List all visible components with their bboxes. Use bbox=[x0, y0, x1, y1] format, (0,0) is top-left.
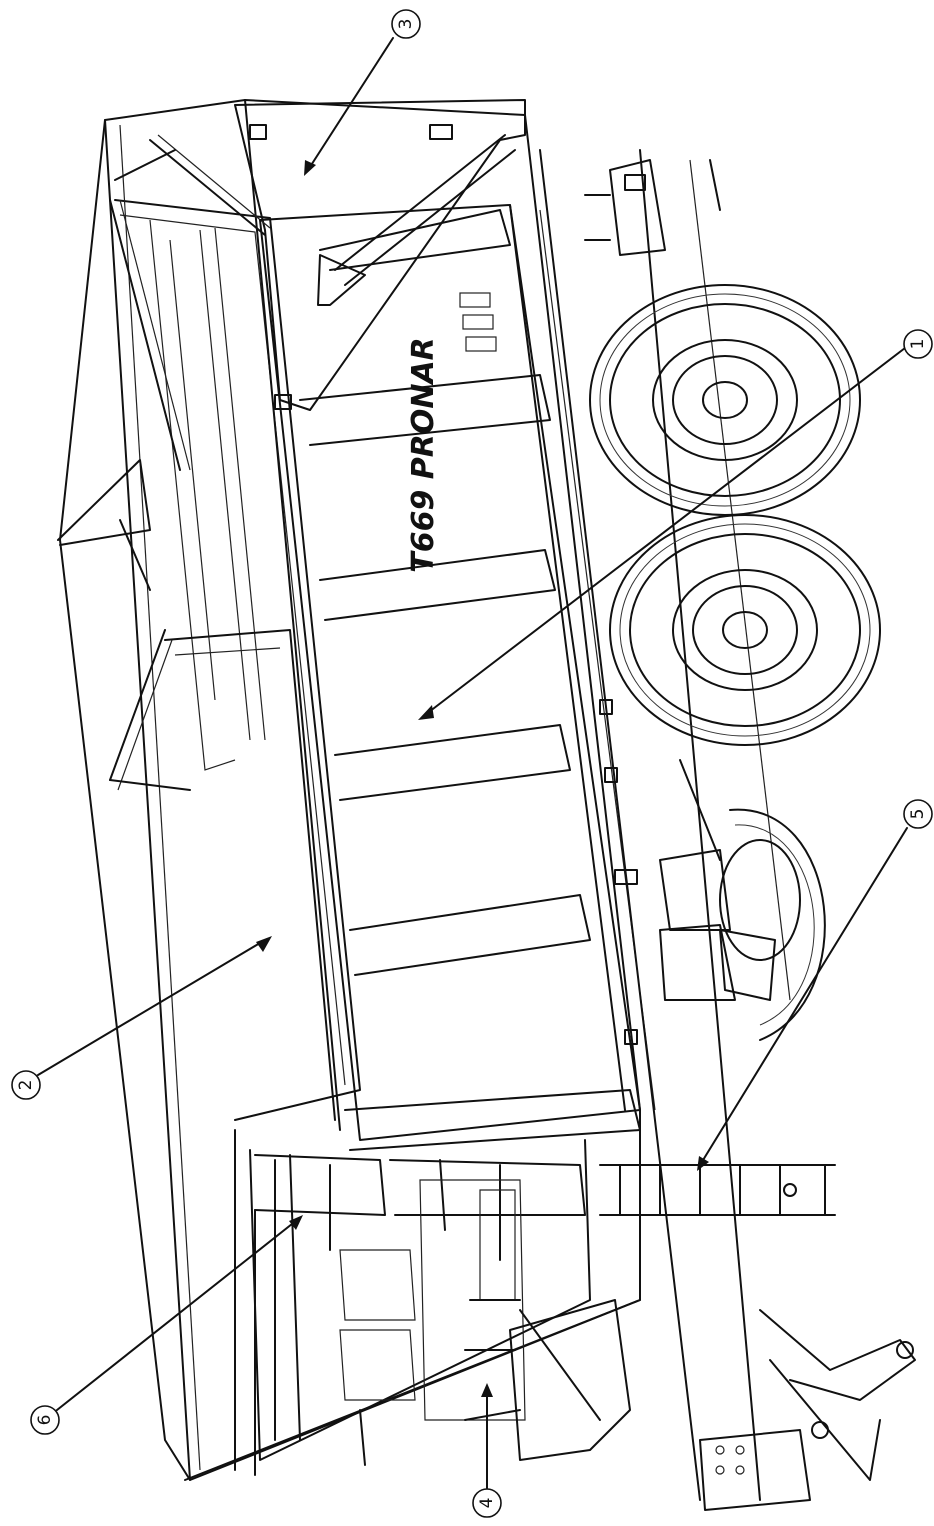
wheel-rear bbox=[719, 808, 826, 1041]
front-wall bbox=[114, 99, 526, 411]
callout-6: 6 bbox=[30, 1405, 60, 1435]
callout-3: 3 bbox=[391, 9, 421, 39]
callout-2-label: 2 bbox=[16, 1080, 36, 1091]
wheel-front bbox=[589, 284, 861, 516]
callout-1-label: 1 bbox=[908, 339, 928, 350]
callout-5-label: 5 bbox=[908, 809, 928, 820]
wheel-middle bbox=[609, 514, 881, 746]
callout-4-label: 4 bbox=[477, 1498, 497, 1509]
side-wall bbox=[259, 204, 656, 1151]
callout-5: 5 bbox=[903, 799, 933, 829]
callout-3-label: 3 bbox=[396, 19, 416, 30]
spreader-body bbox=[57, 99, 641, 1481]
rear-section bbox=[184, 1129, 641, 1481]
front-wall-panel bbox=[234, 99, 526, 411]
axle-brackets bbox=[599, 699, 776, 1045]
side-wall-panel bbox=[259, 204, 641, 1141]
callout-1: 1 bbox=[903, 329, 933, 359]
ladder bbox=[599, 1164, 836, 1216]
callout-2: 2 bbox=[11, 1070, 41, 1100]
brand-label: T669 PRONAR bbox=[406, 337, 441, 573]
callout-6-label: 6 bbox=[35, 1415, 55, 1426]
callout-4: 4 bbox=[472, 1488, 502, 1518]
callout-leaders bbox=[37, 37, 908, 1489]
